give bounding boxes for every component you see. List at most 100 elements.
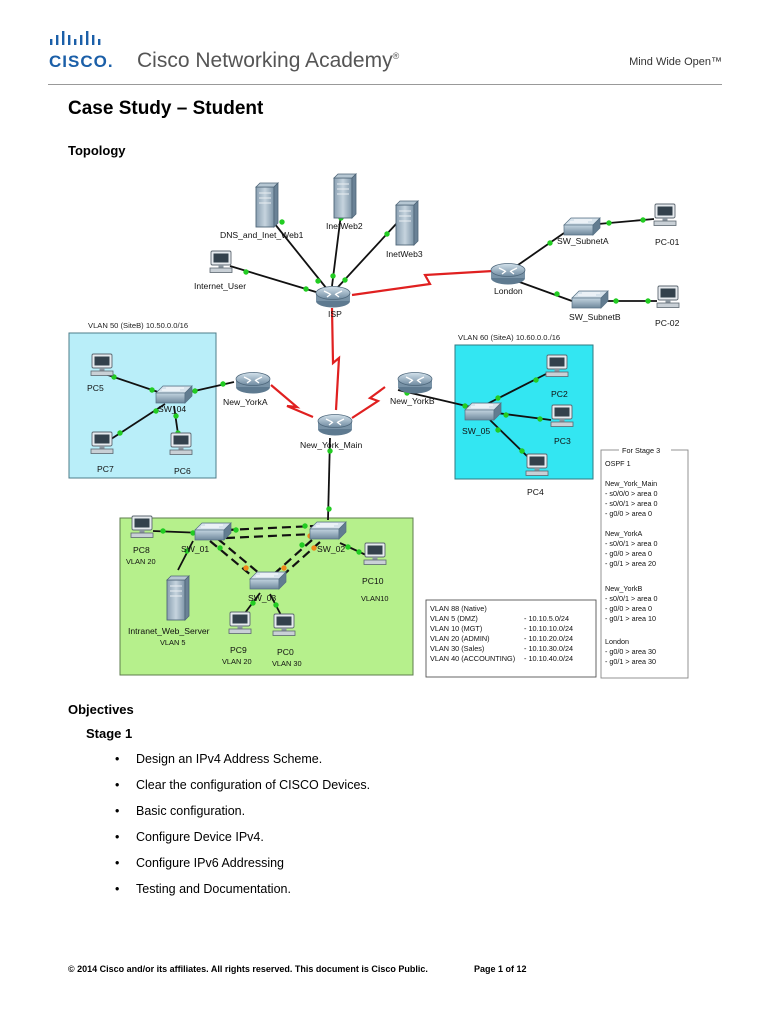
vlan-row-net: - 10.10.20.0/24 — [524, 634, 573, 643]
vlan-row-name: VLAN 88 (Native) — [430, 604, 487, 613]
pc-icon[interactable] — [209, 250, 233, 273]
label-pc4: PC4 — [527, 487, 544, 497]
switch-icon[interactable] — [309, 521, 347, 540]
tagline: Mind Wide Open™ — [629, 56, 722, 68]
label-pc8: PC8 — [133, 545, 150, 555]
label-sw01: SW_01 — [181, 544, 209, 554]
label-pc01: PC-01 — [655, 237, 680, 247]
vlan-table-box — [425, 599, 597, 678]
pc-icon[interactable] — [169, 432, 193, 455]
header-divider — [48, 84, 722, 85]
router-icon[interactable] — [317, 413, 353, 437]
pc-icon[interactable] — [545, 354, 569, 377]
zone-siteb-label: VLAN 50 (SiteB) 10.50.0.0/16 — [88, 321, 188, 330]
vlan-row-net: - 10.10.10.0/24 — [524, 624, 573, 633]
label-sw02: SW_02 — [317, 544, 345, 554]
brand-name: Cisco Networking Academy® — [137, 49, 400, 72]
vlan-tag-pc8: VLAN 20 — [126, 557, 156, 566]
zone-sitea-label: VLAN 60 (SiteA) 10.60.0.0./16 — [458, 333, 560, 342]
pc-icon[interactable] — [653, 203, 677, 226]
trunk-sw01-sw02-b — [225, 532, 315, 540]
label-sw04: SW_04 — [158, 404, 186, 414]
pc-icon[interactable] — [228, 611, 252, 634]
link-isp-dns — [265, 212, 328, 290]
switch-icon[interactable] — [571, 290, 609, 309]
pc-icon[interactable] — [656, 285, 680, 308]
ospf-line: - g0/1 > area 10 — [605, 614, 656, 623]
link-sw02-pc10 — [339, 542, 367, 556]
vlan-tag-pc10: VLAN10 — [361, 594, 389, 603]
list-item: Testing and Documentation. — [90, 880, 370, 906]
page-title: Case Study – Student — [68, 98, 264, 119]
list-item: Design an IPv4 Address Scheme. — [90, 750, 370, 776]
server-icon[interactable] — [255, 182, 279, 228]
label-pc3: PC3 — [554, 436, 571, 446]
switch-icon[interactable] — [563, 217, 601, 236]
vlan-row-name: VLAN 10 (MGT) — [430, 624, 482, 633]
ospf-line: - s0/0/1 > area 0 — [605, 499, 658, 508]
label-isp: ISP — [328, 309, 342, 319]
list-item: Configure IPv6 Addressing — [90, 854, 370, 880]
list-item: Configure Device IPv4. — [90, 828, 370, 854]
ospf-line: New_YorkB — [605, 584, 642, 593]
pc-icon[interactable] — [525, 453, 549, 476]
list-item: Basic configuration. — [90, 802, 370, 828]
ospf-line: London — [605, 637, 629, 646]
link-london-sw-subnetb — [513, 279, 573, 302]
label-inetweb3: InetWeb3 — [386, 249, 423, 259]
pc-icon[interactable] — [130, 515, 154, 538]
link-nyb-nymain — [351, 386, 386, 419]
ospf-line: New_YorkA — [605, 529, 642, 538]
server-icon[interactable] — [333, 173, 357, 219]
switch-icon[interactable] — [155, 385, 193, 404]
label-ny-main: New_York_Main — [300, 440, 362, 450]
ospf-line: - g0/0 > area 0 — [605, 549, 652, 558]
ospf-line: - g0/1 > area 30 — [605, 657, 656, 666]
label-pc2: PC2 — [551, 389, 568, 399]
pc-icon[interactable] — [550, 404, 574, 427]
label-pc6: PC6 — [174, 466, 191, 476]
label-internet-user: Internet_User — [194, 281, 246, 291]
pc-icon[interactable] — [90, 353, 114, 376]
router-icon[interactable] — [490, 262, 526, 286]
label-ny-b: New_YorkB — [390, 396, 435, 406]
cisco-logo-icon — [50, 30, 112, 53]
vlan-row-net: - 10.10.30.0/24 — [524, 644, 573, 653]
label-inetweb2: InetWeb2 — [326, 221, 363, 231]
label-pc02: PC-02 — [655, 318, 680, 328]
label-pc0: PC0 — [277, 647, 294, 657]
topology-diagram: VLAN 50 (SiteB) 10.50.0.0/16 VLAN 60 (Si… — [68, 173, 689, 679]
label-dns: DNS_and_Inet_Web1 — [220, 230, 304, 240]
vlan-tag-pc0: VLAN 30 — [272, 659, 302, 668]
label-sw-subnetb: SW_SubnetB — [569, 312, 621, 322]
switch-icon[interactable] — [249, 571, 287, 590]
label-pc9: PC9 — [230, 645, 247, 655]
label-ny-a: New_YorkA — [223, 397, 268, 407]
label-pc5: PC5 — [87, 383, 104, 393]
label-sw-subneta: SW_SubnetA — [557, 236, 609, 246]
label-intranet: Intranet_Web_Server — [128, 626, 210, 636]
vlan-row-name: VLAN 40 (ACCOUNTING) — [430, 654, 515, 663]
footer-page-number: Page 1 of 12 — [474, 964, 527, 974]
switch-icon[interactable] — [464, 402, 502, 421]
zone-siteb — [68, 332, 217, 479]
topology-heading: Topology — [68, 143, 126, 158]
trunk-sw02-sw03-a — [273, 539, 313, 575]
router-icon[interactable] — [397, 371, 433, 395]
objectives-list: Design an IPv4 Address Scheme. Clear the… — [90, 750, 370, 906]
ospf-line: - s0/0/1 > area 0 — [605, 539, 658, 548]
stage-heading: Stage 1 — [86, 726, 133, 741]
router-icon[interactable] — [315, 285, 351, 309]
link-sw01-intranet — [177, 540, 194, 571]
pc-icon[interactable] — [272, 613, 296, 636]
server-icon[interactable] — [395, 200, 419, 246]
ospf-line: - s0/0/0 > area 0 — [605, 489, 658, 498]
server-icon[interactable] — [166, 575, 190, 621]
ospf-box — [600, 449, 689, 679]
vlan-tag-intranet: VLAN 5 — [160, 638, 185, 647]
switch-icon[interactable] — [194, 522, 232, 541]
link-isp-nymain — [330, 307, 341, 411]
router-icon[interactable] — [235, 371, 271, 395]
pc-icon[interactable] — [90, 431, 114, 454]
pc-icon[interactable] — [363, 542, 387, 565]
